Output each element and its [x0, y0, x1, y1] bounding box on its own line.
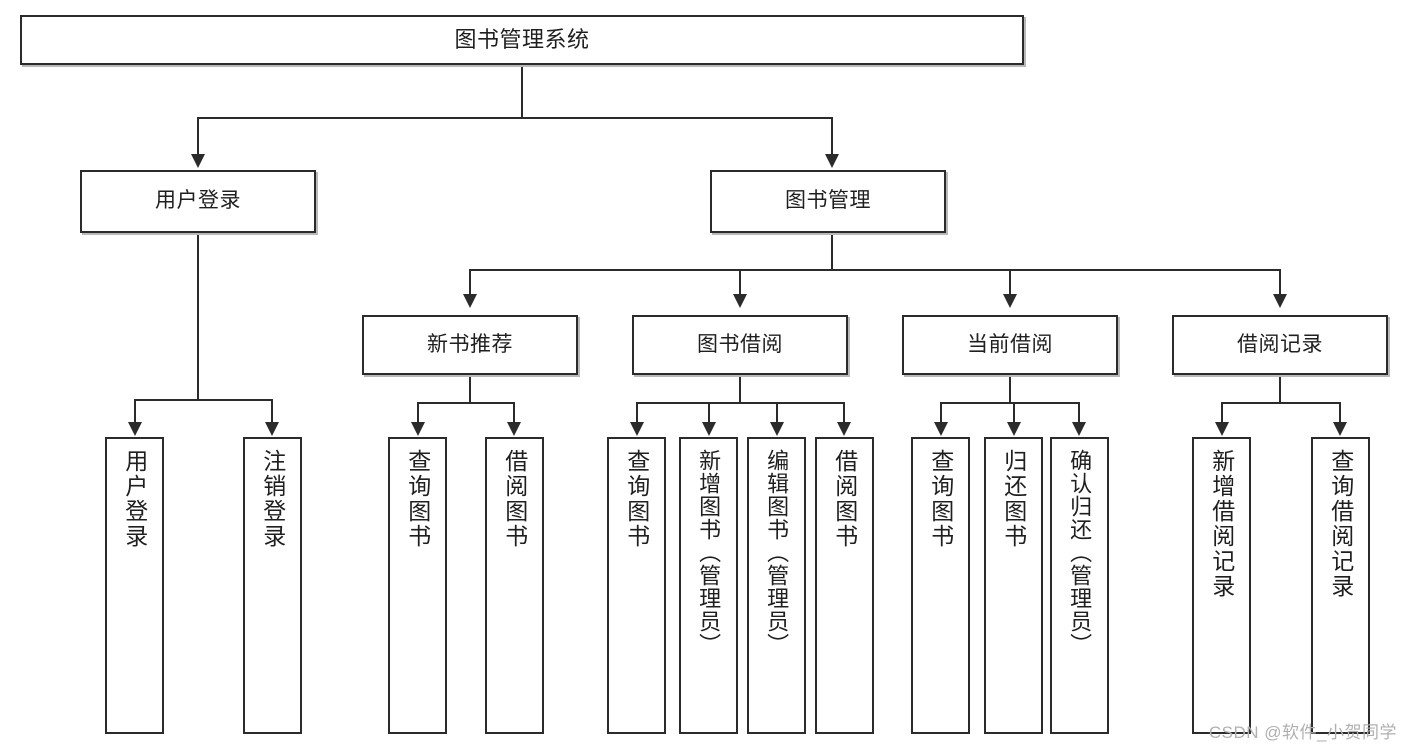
node-book-borrow-label: 图书借阅 — [697, 332, 783, 356]
node-leaf-user-login-label: 用户登录 — [121, 449, 148, 549]
connector-current-borrow-drop-1 — [940, 402, 942, 423]
connector-level2-bus — [197, 117, 833, 119]
connector-borrow-record-stem — [1279, 375, 1281, 403]
node-leaf-add-record[interactable]: 新增借阅记录 — [1192, 437, 1251, 734]
node-leaf-user-logout[interactable]: 注销登录 — [243, 437, 302, 734]
arrow-to-book-borrow — [733, 294, 747, 308]
node-leaf-add-book-label: 新增图书（管理员） — [696, 449, 722, 656]
node-book-management[interactable]: 图书管理 — [710, 170, 946, 233]
node-root[interactable]: 图书管理系统 — [20, 15, 1024, 65]
node-borrow-record[interactable]: 借阅记录 — [1172, 315, 1388, 375]
node-leaf-borrow-book-1-label: 借阅图书 — [501, 449, 528, 549]
arrow-to-leaf-borrow-book-2 — [837, 422, 851, 436]
connector-user-login-drop-1 — [134, 399, 136, 423]
connector-borrow-record-drop-1 — [1221, 402, 1223, 423]
arrow-to-leaf-user-logout — [265, 422, 279, 436]
connector-user-login-bus — [134, 399, 272, 401]
node-user-login-label: 用户登录 — [155, 189, 241, 213]
node-leaf-query-record-label: 查询借阅记录 — [1327, 449, 1354, 599]
arrow-to-book-management — [825, 154, 839, 168]
node-leaf-query-book-2[interactable]: 查询图书 — [607, 437, 666, 734]
node-leaf-add-book[interactable]: 新增图书（管理员） — [679, 437, 738, 734]
connector-level3-drop-3 — [1009, 269, 1011, 295]
connector-book-borrow-drop-4 — [843, 402, 845, 423]
connector-borrow-record-drop-2 — [1339, 402, 1341, 423]
arrow-to-leaf-query-record — [1333, 422, 1347, 436]
node-leaf-confirm-return[interactable]: 确认归还（管理员） — [1050, 437, 1109, 734]
node-book-borrow[interactable]: 图书借阅 — [632, 315, 848, 375]
arrow-to-new-book-recommend — [463, 294, 477, 308]
node-leaf-query-book-1-label: 查询图书 — [404, 449, 431, 549]
connector-root-stem — [521, 65, 523, 118]
node-leaf-borrow-book-2[interactable]: 借阅图书 — [815, 437, 874, 734]
arrow-to-leaf-add-book — [702, 422, 716, 436]
node-leaf-return-book[interactable]: 归还图书 — [984, 437, 1043, 734]
node-leaf-borrow-book-1[interactable]: 借阅图书 — [485, 437, 544, 734]
connector-current-borrow-bus — [940, 402, 1079, 404]
arrow-to-leaf-query-book-2 — [630, 422, 644, 436]
node-root-label: 图书管理系统 — [454, 27, 590, 53]
node-leaf-edit-book[interactable]: 编辑图书（管理员） — [747, 437, 806, 734]
arrow-to-leaf-borrow-book-1 — [507, 422, 521, 436]
arrow-to-leaf-user-login — [128, 422, 142, 436]
connector-level3-bus — [469, 269, 1281, 271]
node-leaf-edit-book-label: 编辑图书（管理员） — [764, 449, 790, 656]
arrow-to-leaf-add-record — [1215, 422, 1229, 436]
connector-borrow-record-bus — [1221, 402, 1341, 404]
connector-book-borrow-drop-2 — [708, 402, 710, 423]
node-leaf-query-book-2-label: 查询图书 — [623, 449, 650, 549]
arrow-to-current-borrow — [1003, 294, 1017, 308]
node-leaf-query-record[interactable]: 查询借阅记录 — [1311, 437, 1370, 734]
connector-level3-drop-2 — [739, 269, 741, 295]
node-leaf-query-book-3-label: 查询图书 — [927, 449, 954, 549]
connector-level2-drop-left — [197, 117, 199, 155]
connector-current-borrow-drop-3 — [1078, 402, 1080, 423]
node-leaf-query-book-3[interactable]: 查询图书 — [911, 437, 970, 734]
node-leaf-query-book-1[interactable]: 查询图书 — [388, 437, 447, 734]
node-book-management-label: 图书管理 — [785, 189, 871, 213]
node-leaf-return-book-label: 归还图书 — [1000, 449, 1027, 549]
connector-book-borrow-drop-3 — [776, 402, 778, 423]
node-leaf-borrow-book-2-label: 借阅图书 — [831, 449, 858, 549]
node-current-borrow[interactable]: 当前借阅 — [902, 315, 1118, 375]
connector-book-borrow-drop-1 — [636, 402, 638, 423]
arrow-to-leaf-return-book — [1007, 422, 1021, 436]
arrow-to-user-login — [191, 154, 205, 168]
connector-new-book-bus — [417, 402, 515, 404]
watermark: CSDN @软件_小贺同学 — [1208, 723, 1397, 742]
node-leaf-user-logout-label: 注销登录 — [259, 449, 286, 549]
node-new-book-recommend[interactable]: 新书推荐 — [362, 315, 578, 375]
node-leaf-add-record-label: 新增借阅记录 — [1208, 449, 1235, 599]
connector-user-login-drop-2 — [271, 399, 273, 423]
node-current-borrow-label: 当前借阅 — [967, 332, 1053, 356]
arrow-to-borrow-record — [1273, 294, 1287, 308]
node-user-login[interactable]: 用户登录 — [80, 170, 316, 233]
connector-current-borrow-drop-2 — [1013, 402, 1015, 423]
arrow-to-leaf-edit-book — [770, 422, 784, 436]
connector-book-management-stem — [831, 233, 833, 270]
connector-level3-drop-4 — [1279, 269, 1281, 295]
connector-book-borrow-stem — [739, 375, 741, 403]
connector-level3-drop-1 — [469, 269, 471, 295]
connector-new-book-drop-1 — [417, 402, 419, 423]
arrow-to-leaf-confirm-return — [1072, 422, 1086, 436]
node-new-book-recommend-label: 新书推荐 — [427, 332, 513, 356]
node-leaf-user-login[interactable]: 用户登录 — [105, 437, 164, 734]
connector-book-borrow-bus — [636, 402, 845, 404]
connector-user-login-stem — [197, 233, 199, 400]
node-leaf-confirm-return-label: 确认归还（管理员） — [1067, 449, 1093, 656]
connector-new-book-drop-2 — [513, 402, 515, 423]
connector-current-borrow-stem — [1009, 375, 1011, 403]
arrow-to-leaf-query-book-1 — [411, 422, 425, 436]
connector-level2-drop-right — [831, 117, 833, 155]
arrow-to-leaf-query-book-3 — [934, 422, 948, 436]
node-borrow-record-label: 借阅记录 — [1237, 332, 1323, 356]
connector-new-book-stem — [469, 375, 471, 403]
